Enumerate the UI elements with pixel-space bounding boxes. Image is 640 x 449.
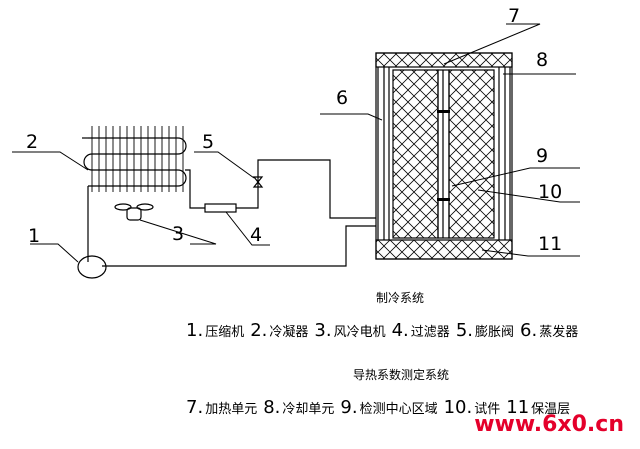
legend1-label-1: 压缩机 [205, 325, 245, 340]
section1-title: 制冷系统 [376, 291, 425, 305]
callout-7: 7 [508, 5, 520, 27]
legend1-label-2: 冷凝器 [269, 325, 309, 340]
legend2-label-2: 冷却单元 [282, 402, 335, 417]
legend1-label-3: 风冷电机 [333, 325, 386, 340]
legend2-label-3: 检测中心区域 [359, 402, 438, 417]
legend2-number-2: 8. [263, 397, 281, 418]
condenser-coil [83, 126, 187, 192]
legend1-number-3: 3. [314, 320, 332, 341]
callout-9: 9 [536, 145, 548, 167]
fan-motor [114, 203, 154, 221]
callout-3: 3 [172, 223, 184, 245]
compressor [77, 255, 107, 279]
callout-5: 5 [202, 131, 214, 153]
legend1-number-2: 2. [250, 320, 268, 341]
filter [204, 203, 237, 213]
callout-1: 1 [28, 225, 40, 247]
legend1-label-6: 蒸发器 [539, 325, 579, 340]
legend2-number-4: 10. [443, 397, 473, 418]
test-apparatus [375, 52, 513, 260]
expansion-valve [252, 176, 264, 188]
legend1-label-5: 膨胀阀 [475, 325, 515, 340]
legend1-number-5: 5. [455, 320, 473, 341]
legend1-number-1: 1. [186, 320, 204, 341]
section1-legend: 1.压缩机 2.冷凝器 3.风冷电机 4.过滤器 5.膨胀阀 6.蒸发器 [186, 320, 584, 341]
section2-title: 导热系数测定系统 [353, 368, 450, 382]
callout-11: 11 [538, 233, 562, 255]
watermark-logo: www.6x0.cn [474, 412, 624, 437]
callout-4: 4 [250, 224, 262, 246]
refrigerant-piping [82, 137, 376, 267]
callout-8: 8 [536, 49, 548, 71]
legend2-number-5: 11 [506, 397, 530, 418]
legend2-number-1: 7. [186, 397, 204, 418]
callout-2: 2 [26, 131, 38, 153]
callout-numbers: 1 2 3 4 5 6 7 8 9 10 11 [26, 5, 562, 255]
legend1-number-6: 6. [520, 320, 538, 341]
callout-6: 6 [336, 87, 348, 109]
legend1-label-4: 过滤器 [410, 325, 450, 340]
legend2-label-1: 加热单元 [205, 402, 258, 417]
leader-lines [12, 23, 580, 263]
legend1-number-4: 4. [391, 320, 409, 341]
legend2-label-5: 保温层 [531, 402, 571, 417]
callout-10: 10 [538, 181, 562, 203]
legend2-number-3: 9. [340, 397, 358, 418]
legend2-label-4: 试件 [474, 402, 501, 417]
